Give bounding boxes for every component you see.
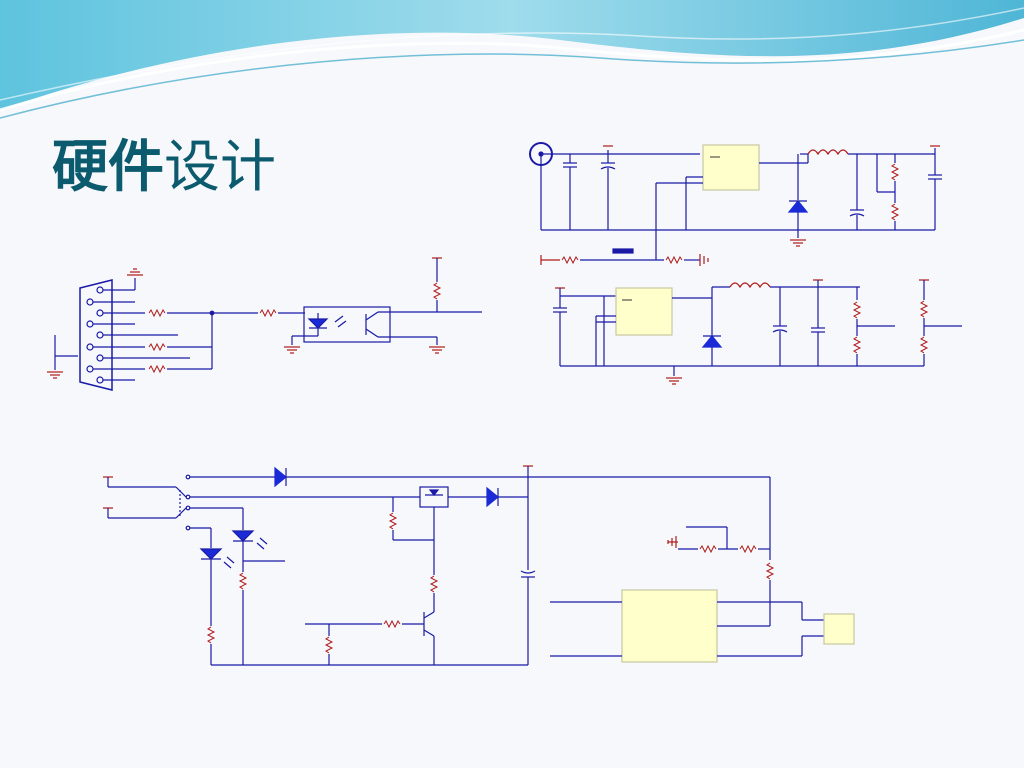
page-title: 硬件设计	[52, 132, 276, 204]
regulator-chip-2	[615, 287, 673, 336]
serial-optocoupler-circuit	[46, 257, 482, 391]
output-connector	[823, 613, 855, 645]
controller-chip	[621, 589, 718, 663]
title-light-part: 设计	[164, 135, 276, 200]
optocoupler-icon	[303, 306, 391, 343]
push-button-icon	[612, 248, 634, 254]
header-wave-decoration	[0, 0, 1024, 119]
db9-connector-icon	[79, 279, 113, 391]
regulator-chip-1	[702, 144, 760, 191]
regulator-circuit-1	[529, 142, 942, 266]
controller-circuit	[550, 477, 855, 663]
power-switch-circuit	[102, 465, 770, 666]
title-bold-part: 硬件	[52, 135, 164, 200]
regulator-circuit-2	[553, 279, 962, 385]
